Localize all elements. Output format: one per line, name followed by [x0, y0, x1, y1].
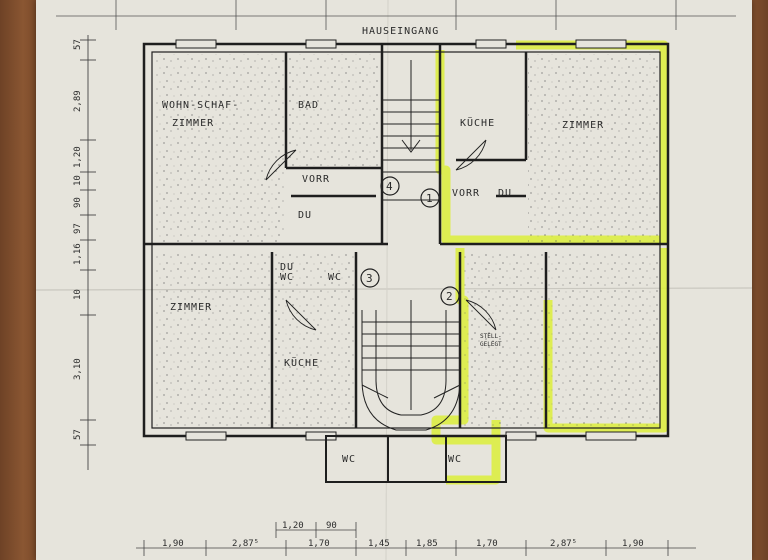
dim-left-2: 2,89 — [73, 90, 83, 112]
dim-left-10: 57 — [73, 429, 83, 440]
unit-marker-1: 1 — [426, 192, 433, 205]
dim-small-2: 90 — [326, 521, 337, 531]
room-stell-line2: GELEGT — [480, 341, 502, 348]
dim-bottom-2: 2,87⁵ — [232, 539, 259, 549]
windows — [175, 39, 637, 441]
room-wc-mid: WC — [328, 272, 342, 283]
room-du-top-right: DU — [498, 188, 512, 199]
dim-left-6: 97 — [73, 223, 83, 234]
dim-left-3: 1,20 — [73, 146, 83, 168]
entrance-label: HAUSEINGANG — [362, 26, 439, 37]
unit-marker-2: 2 — [446, 290, 453, 303]
room-zimmer-top: ZIMMER — [562, 120, 604, 131]
dim-bottom-4: 1,45 — [368, 539, 390, 549]
dim-small-1: 1,20 — [282, 521, 304, 531]
room-kueche-top: KÜCHE — [460, 116, 495, 129]
room-wc-bottom-right: WC — [448, 454, 462, 465]
floor-plan-drawing: 57 2,89 1,20 10 90 97 1,16 10 3,10 57 — [36, 0, 752, 560]
dim-left-8: 10 — [73, 289, 83, 300]
room-zimmer-bottom: ZIMMER — [170, 302, 212, 313]
room-wohn-schlaf-line2: ZIMMER — [172, 118, 214, 129]
door-swings — [265, 139, 497, 331]
room-wc-bottom-left: WC — [342, 454, 356, 465]
dim-bottom-1: 1,90 — [162, 539, 184, 549]
bottom-annex — [325, 435, 507, 483]
unit-markers: 4 1 3 2 — [360, 176, 460, 306]
floor-texture — [154, 54, 658, 426]
dim-bottom-5: 1,85 — [416, 539, 438, 549]
bottom-dimension-line — [136, 540, 696, 556]
dim-left-1: 57 — [73, 39, 83, 50]
top-dimension-ticks — [56, 0, 736, 30]
room-du-wc-line2: WC — [280, 272, 294, 283]
room-bad: BAD — [298, 100, 319, 111]
room-du-top-left: DU — [298, 210, 312, 221]
room-vorr-top-left: VORR — [302, 174, 330, 185]
left-dimension-line — [80, 35, 96, 470]
room-vorr-top-right: VORR — [452, 188, 480, 199]
dim-bottom-8: 1,90 — [622, 539, 644, 549]
fold-line-vertical — [385, 0, 389, 560]
dim-bottom-3: 1,70 — [308, 539, 330, 549]
room-stell-line1: STELL- — [480, 333, 502, 340]
dim-left-4: 10 — [73, 175, 83, 186]
staircase — [361, 60, 461, 431]
floor-plan-sheet: 57 2,89 1,20 10 90 97 1,16 10 3,10 57 — [36, 0, 752, 560]
room-du-wc-line1: DU — [280, 262, 294, 273]
dim-left-7: 1,16 — [73, 243, 83, 265]
unit-marker-4: 4 — [386, 180, 393, 193]
dim-left-9: 3,10 — [73, 358, 83, 380]
room-wohn-schlaf-line1: WOHN-SCHAF- — [162, 100, 239, 111]
dim-left-5: 90 — [73, 197, 83, 208]
room-kueche-bottom: KÜCHE — [284, 356, 319, 369]
dim-bottom-7: 2,87⁵ — [550, 539, 577, 549]
bottom-small-dim-line — [275, 522, 357, 538]
dim-bottom-6: 1,70 — [476, 539, 498, 549]
unit-marker-3: 3 — [366, 272, 373, 285]
